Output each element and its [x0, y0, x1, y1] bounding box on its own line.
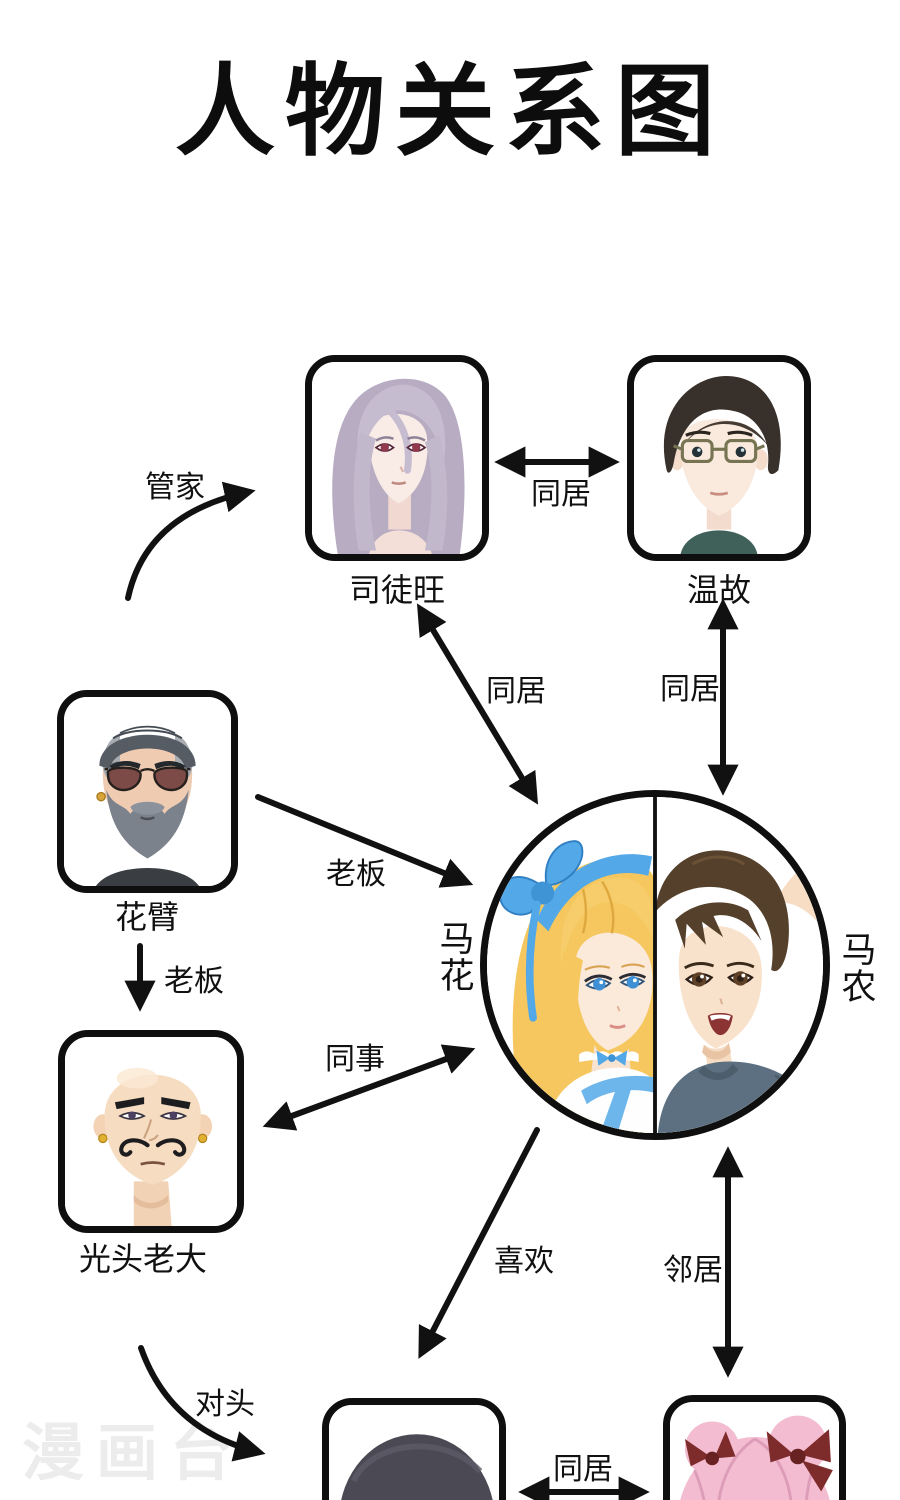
relation-label-butler: 管家: [145, 471, 205, 504]
portrait-situwang: [312, 362, 482, 554]
arrow-rival: [138, 1345, 266, 1462]
relation-label-cohabit-top: 同居: [531, 478, 591, 511]
name-label-mahua: 马花: [434, 920, 474, 994]
portrait-mahua-manong: [487, 797, 823, 1133]
portrait-box-bottom-right: [663, 1395, 846, 1500]
arrow-colleague: [262, 1044, 476, 1131]
portrait-circle-mahua-manong: [480, 790, 830, 1140]
portrait-dark-haired: [329, 1405, 499, 1500]
relation-label-neighbor: 邻居: [663, 1254, 723, 1287]
portrait-huabi: [64, 697, 231, 886]
relation-label-rival: 对头: [195, 1388, 255, 1421]
relation-label-boss-to-center: 老板: [326, 858, 386, 891]
relation-label-cohabit-situwang-center: 同居: [486, 675, 546, 708]
portrait-box-situwang: [305, 355, 489, 561]
name-label-manong: 马农: [836, 931, 876, 1005]
arrow-likes: [418, 1127, 540, 1359]
relation-label-cohabit-wengu-center: 同居: [660, 673, 720, 706]
portrait-box-bottom-left: [322, 1398, 506, 1500]
portrait-box-wengu: [627, 355, 811, 561]
portrait-box-baldboss: [58, 1030, 244, 1233]
relation-label-cohabit-bottom: 同居: [553, 1453, 613, 1486]
relation-label-boss-to-baldboss: 老板: [164, 965, 224, 998]
name-label-wengu: 温故: [686, 572, 752, 608]
name-label-huabi: 花臂: [114, 899, 180, 935]
arrow-boss-to-center: [255, 794, 474, 888]
portrait-box-huabi: [57, 690, 238, 893]
relation-label-colleague: 同事: [325, 1043, 385, 1076]
portrait-baldboss: [65, 1037, 237, 1226]
relation-label-likes: 喜欢: [494, 1245, 554, 1278]
portrait-pink-haired: [670, 1402, 839, 1500]
arrow-butler: [125, 481, 256, 601]
arrow-cohabit-situwang-center: [416, 603, 539, 805]
watermark: 漫画台: [22, 1419, 245, 1488]
page-title: 人物关系图: [175, 56, 725, 168]
name-label-situwang: 司徒旺: [348, 572, 446, 608]
portrait-wengu: [634, 362, 804, 554]
name-label-baldboss: 光头老大: [78, 1241, 208, 1277]
